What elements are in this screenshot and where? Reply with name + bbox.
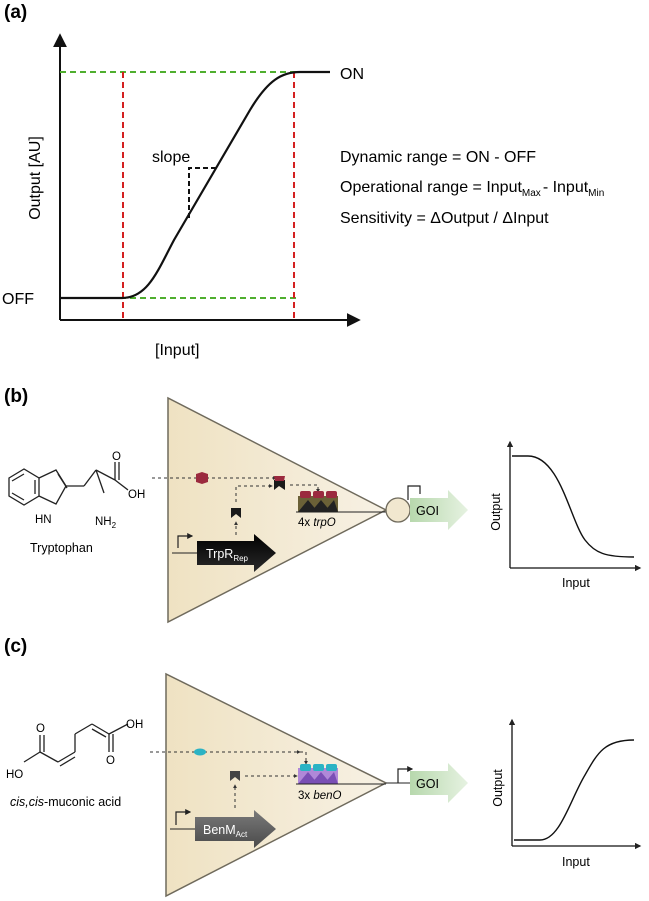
panel-c: (c) OH O O HO cis,cis-muconic acid (4, 636, 642, 898)
mini-c-xlabel: Input (562, 855, 590, 869)
on-label: ON (340, 66, 364, 83)
ligand-c (194, 748, 206, 756)
input-min-sub: Min (588, 188, 604, 199)
input-max-sub: Max (522, 188, 541, 199)
operator-sites-b (296, 491, 386, 513)
mol-b-oh: OH (128, 489, 145, 501)
mini-plot-b (506, 440, 642, 572)
mol-b-nh: NH2 (95, 516, 117, 530)
mol-c-o-right: O (106, 755, 115, 767)
operator-label-b: 4x trpO (298, 517, 336, 529)
panel-b: (b) O OH HN NH2 Tryptophan (4, 386, 642, 624)
promoter-c (175, 809, 192, 825)
operational-range-eq: Operational range = InputMax- InputMin (340, 179, 604, 199)
sensitivity-eq: Sensitivity = ΔOutput / ΔInput (340, 210, 549, 227)
ligand-to-operator-c (300, 751, 308, 765)
promoter-b (177, 533, 194, 548)
repressor-gene-label: TrpRRep (206, 547, 249, 563)
complex-to-operator-b (290, 484, 320, 493)
mini-plot-c (508, 718, 642, 850)
operational-range-text: Operational range = Input (340, 179, 522, 196)
mol-b-o: O (112, 451, 121, 463)
dynamic-range-eq: Dynamic range = ON - OFF (340, 149, 536, 166)
mol-c-ho: HO (6, 769, 23, 781)
bound-ligand-b (274, 476, 285, 481)
activator-gene-label: BenMAct (203, 823, 248, 839)
goi-label-b: GOI (416, 504, 439, 518)
operator-sites-c (296, 764, 386, 785)
slope-label: slope (152, 149, 190, 166)
tryptophan-name: Tryptophan (30, 541, 93, 555)
goi-arrow-b (410, 490, 468, 530)
output-promoter-c (397, 766, 414, 783)
terminator-circle-b (385, 497, 411, 523)
operator-label-c: 3x benO (298, 790, 342, 802)
panel-a: (a) slope ON OFF [Input] Output [AU] Dyn… (2, 2, 604, 359)
repressor-monomer-b (274, 480, 285, 490)
mini-b-curve (512, 455, 635, 558)
activator-gene-arrow (195, 810, 276, 848)
sensor-triangle-c (165, 672, 388, 898)
ligand-b (196, 472, 208, 484)
goi-arrow-c (410, 763, 468, 803)
mini-b-ylabel: Output (489, 493, 503, 531)
x-axis-label: [Input] (155, 342, 199, 359)
panel-a-label: (a) (4, 2, 27, 23)
off-label: OFF (2, 291, 34, 308)
free-repressor-b (231, 508, 241, 518)
goi-label-c: GOI (416, 777, 439, 791)
free-activator-c (230, 771, 240, 781)
mol-c-o-left: O (36, 723, 45, 735)
slope-marker (188, 167, 218, 218)
response-curve (60, 70, 330, 300)
muconic-name: cis,cis-muconic acid (10, 795, 121, 809)
mol-b-hn: HN (35, 514, 52, 526)
tryptophan-structure (8, 462, 129, 506)
operational-range-mid: - Input (543, 179, 589, 196)
mini-c-curve (514, 739, 635, 841)
panel-b-label: (b) (4, 386, 28, 407)
panel-c-label: (c) (4, 636, 27, 657)
output-promoter-b (407, 485, 421, 500)
mini-b-xlabel: Input (562, 576, 590, 590)
mini-c-ylabel: Output (491, 769, 505, 807)
y-axis-label: Output [AU] (27, 136, 44, 220)
muconic-acid-structure (23, 723, 129, 767)
sensor-triangle-b (167, 396, 388, 624)
repressor-gene-arrow (197, 534, 276, 572)
mol-c-oh: OH (126, 719, 143, 731)
